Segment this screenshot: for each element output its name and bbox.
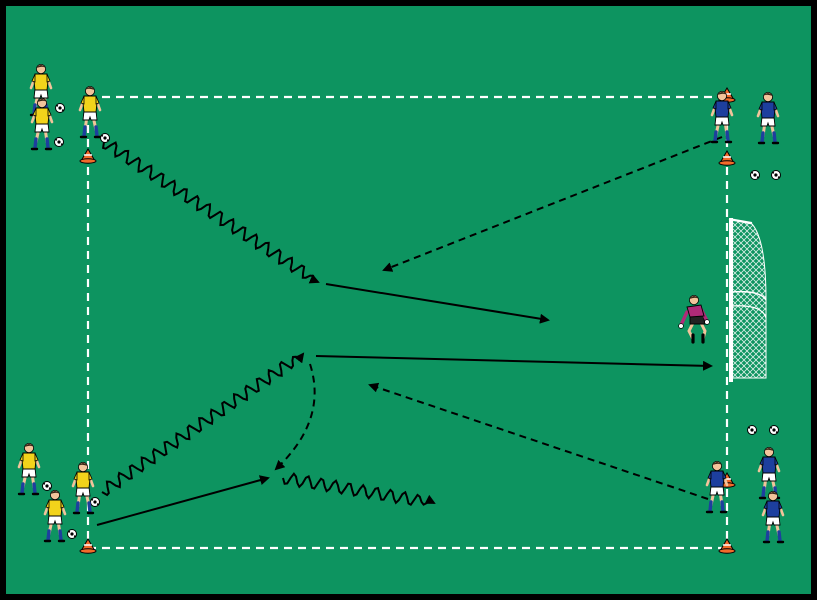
arrows-layer: [96, 136, 723, 526]
cone-icon: [718, 538, 736, 554]
player-yellow-bottom-left-2: [71, 461, 95, 515]
soccer-ball-icon: [54, 137, 64, 147]
dribble-arrow-top-left: [101, 141, 320, 284]
cone-icon: [718, 150, 736, 166]
balls-layer: [42, 103, 781, 539]
player-blue-bottom-right-1: [705, 460, 729, 514]
run-arrow-curve: [274, 363, 316, 471]
soccer-ball-icon: [42, 481, 52, 491]
soccer-ball-icon: [55, 103, 65, 113]
soccer-ball-icon: [771, 170, 781, 180]
player-yellow-bottom-left-3: [43, 489, 67, 543]
player-yellow-top-left-2: [30, 97, 54, 151]
soccer-ball-icon: [769, 425, 779, 435]
player-blue-bottom-right-3: [761, 490, 785, 544]
pass-arrow-bottom-left: [96, 475, 270, 526]
cone-icon: [79, 538, 97, 554]
field-boundary: [86, 95, 729, 550]
run-arrow-top-right: [382, 136, 723, 272]
pass-arrow-lower: [315, 355, 713, 371]
player-yellow-bottom-left-1: [17, 442, 41, 496]
players-layer: [17, 63, 785, 544]
goal-net: [730, 219, 767, 379]
soccer-ball-icon: [750, 170, 760, 180]
goal-net-side-top: [730, 290, 767, 301]
soccer-ball-icon: [747, 425, 757, 435]
goal-net-icon: [728, 218, 767, 382]
soccer-ball-icon: [67, 529, 77, 539]
soccer-ball-icon: [100, 133, 110, 143]
dribble-arrow-bottom-left: [101, 352, 305, 497]
cone-icon: [79, 148, 97, 164]
dribble-arrow-bottom-center: [282, 472, 436, 506]
player-yellow-top-left-3: [78, 85, 102, 139]
pitch-surface: [6, 6, 811, 594]
soccer-ball-icon: [90, 497, 100, 507]
player-blue-top-right-1: [710, 90, 734, 144]
goal-net-side-mid: [730, 305, 767, 319]
player-goalkeeper: [678, 294, 710, 344]
player-blue-top-right-2: [756, 91, 780, 145]
goal-crossbar: [728, 218, 753, 224]
pass-arrow-upper: [325, 283, 550, 324]
